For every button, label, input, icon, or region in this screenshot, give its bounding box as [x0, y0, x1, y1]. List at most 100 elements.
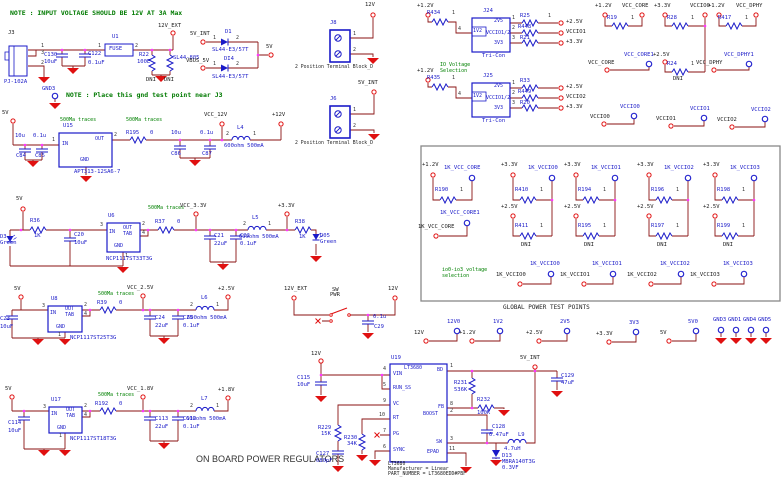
component-label: R22	[139, 52, 149, 58]
pin-number: 4	[84, 311, 88, 317]
pin-number: 4	[383, 366, 387, 372]
net-label: VCC_1.8V	[127, 386, 154, 392]
pin-number: 1	[59, 433, 63, 439]
component-label: R195	[578, 223, 592, 229]
net-label: VCC_CORE	[622, 3, 649, 9]
net-label: 12V	[414, 330, 424, 336]
pin-number: 2	[190, 302, 194, 308]
block-pin-label: 3V3	[494, 40, 504, 46]
net-label: 5V	[16, 196, 23, 202]
pin-number: 3	[450, 436, 454, 442]
pin-number: 4	[84, 412, 88, 418]
block-pin-label: IN	[109, 229, 116, 235]
component-label: D05	[320, 233, 330, 239]
component-label: 600ohm 500mA	[239, 234, 279, 240]
net-label: 1K_VCCIO2	[627, 272, 657, 278]
net-label: 5V	[660, 330, 667, 336]
pin-number: 2	[84, 403, 88, 409]
block-pin-label: BOOST	[423, 411, 439, 417]
component-label: 600ohm 500mA	[187, 315, 227, 321]
component-label: C127	[316, 451, 330, 457]
component-label: L9	[518, 432, 525, 438]
block-pin-label: GND	[57, 425, 67, 431]
net-label: DNI	[521, 242, 531, 248]
component-label: C114	[8, 420, 22, 426]
pin-number: 1	[745, 15, 749, 21]
block-pin-label: RUN_SS	[393, 385, 412, 391]
component-label: R24	[667, 61, 677, 67]
net-label: +3.3V	[278, 203, 295, 209]
block-pin-label: 2V5	[494, 18, 504, 24]
component-label: C84	[16, 153, 26, 159]
component-label: 1K	[34, 233, 41, 239]
pin-number: 1	[98, 43, 102, 49]
testpoint-label: 2V5	[560, 319, 570, 325]
component-label: R435	[427, 75, 441, 81]
component-label: DI4	[224, 56, 234, 62]
component-label: R229	[318, 425, 332, 431]
testpoint-label: 1K_VCCIO2	[664, 165, 694, 171]
testpoint-label: 1K_VCCIO1	[591, 165, 621, 171]
testpoint-label: 12V0	[447, 319, 461, 325]
component-label: L4	[237, 125, 244, 131]
testpoint-markers	[51, 60, 770, 336]
net-label: +1.2V	[595, 3, 612, 9]
net-label: VCCIO1	[566, 29, 586, 35]
component-label: U8	[51, 296, 58, 302]
testpoint-label: GND3	[42, 86, 56, 92]
net-label: 12V	[365, 2, 375, 8]
component-label: 0.1uF	[183, 424, 200, 430]
block-pin-label: 1V2	[473, 93, 483, 99]
net-label: 1K_VCCIO0	[496, 272, 526, 278]
component-label: L7	[201, 396, 208, 402]
testpoint-label: VCCIO2	[751, 107, 771, 113]
component-label: J25	[483, 73, 493, 79]
component-label: R417	[718, 15, 732, 21]
block-pin-label: TAB	[65, 312, 75, 318]
pin-number: 2	[226, 131, 230, 137]
net-label: PWR	[330, 292, 340, 298]
pin-number: 2	[450, 408, 454, 414]
net-label: +1.8V	[218, 387, 235, 393]
part-info: 2 Position Terminal Block_D	[295, 141, 373, 146]
pin-number: 2	[512, 90, 516, 96]
net-label: 12V_EXT	[284, 286, 308, 292]
net-label: 5V	[266, 44, 273, 50]
pin-number: 1	[540, 223, 544, 229]
component-label: D1	[225, 29, 232, 35]
component-label: R39	[97, 300, 107, 306]
pin-number: 1	[253, 131, 257, 137]
testpoint-label: 1K_VCCIO3	[730, 165, 760, 171]
net-label: VCCIO2	[717, 117, 737, 123]
testpoint-label: VCC_DPHY1	[724, 52, 754, 58]
component-label: R410	[515, 187, 529, 193]
net-label: +3.3V	[566, 104, 583, 110]
pin-number: 7	[383, 428, 387, 434]
component-label: 10u	[15, 133, 25, 139]
note-input-voltage: NOTE : INPUT VOLTAGE SHOULD BE 12V AT 3A…	[10, 9, 183, 17]
component-label: 10uF	[8, 428, 22, 434]
component-label: 0.1uF	[240, 241, 257, 247]
net-label: +1.2V	[422, 162, 439, 168]
component-label: J6	[330, 96, 337, 102]
testpoint-label: 1K_VCC_CORE	[444, 165, 481, 171]
pin-number: 1	[216, 403, 220, 409]
net-label: +3.3V	[564, 162, 581, 168]
testpoint-label: 1K_VCCIO0	[528, 165, 558, 171]
net-label: VCC_DPHY	[736, 3, 763, 9]
component-symbols	[4, 17, 781, 463]
pin-number: 3	[512, 35, 516, 41]
pin-number: 2	[114, 132, 118, 138]
component-label: C22	[240, 233, 250, 239]
component-label: Green	[320, 239, 337, 245]
component-label: 600ohm 500mA	[186, 416, 226, 422]
component-label: C112	[183, 416, 197, 422]
net-label: +2.5V	[501, 204, 518, 210]
component-label: R21	[520, 35, 530, 41]
block-pin-label: LT3680	[404, 365, 423, 371]
net-label: VCC_12V	[204, 112, 228, 118]
component-label: 0	[177, 219, 181, 225]
component-label: R198	[717, 187, 731, 193]
component-label: D13	[502, 453, 512, 459]
pin-number: 1	[540, 187, 544, 193]
